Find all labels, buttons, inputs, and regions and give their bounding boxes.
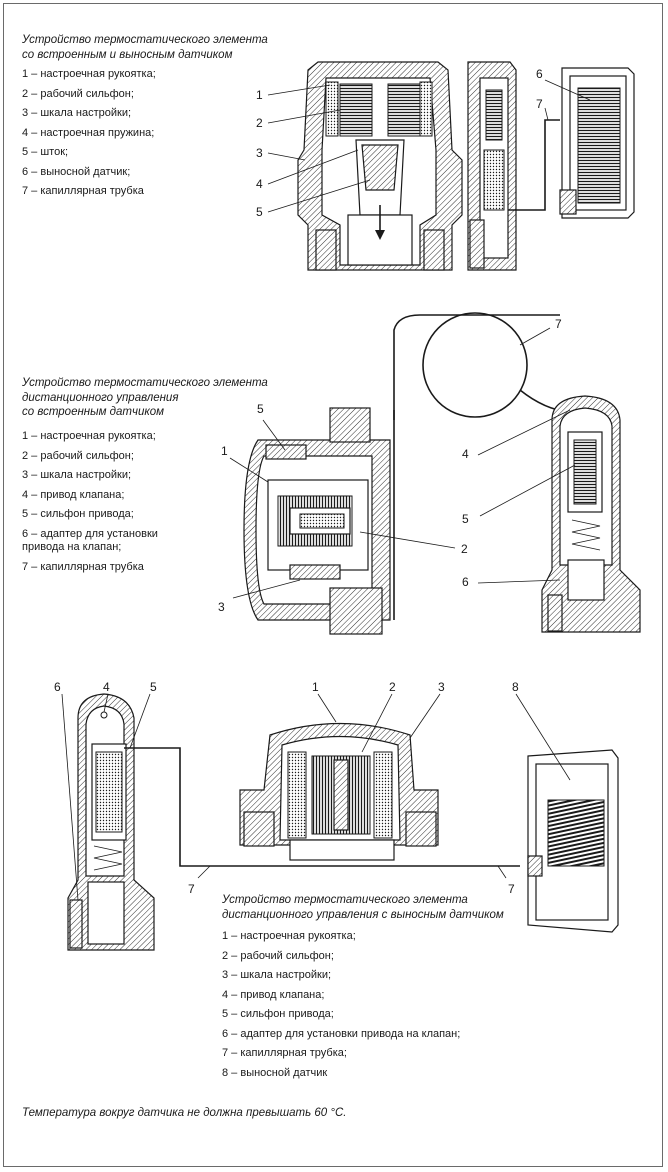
callout-number: 2 bbox=[461, 542, 468, 556]
section3-remote-sensor bbox=[527, 749, 619, 933]
callout-number: 1 bbox=[221, 444, 228, 458]
section1-remote-sensor bbox=[559, 67, 635, 219]
legend-item: 6 – выносной датчик; bbox=[22, 165, 131, 178]
section2-capillary-coil bbox=[422, 312, 528, 418]
section1-legend: 1 – настроечная рукоятка; 2 – рабочий си… bbox=[22, 65, 156, 202]
callout-number: 1 bbox=[312, 680, 319, 694]
callout-number: 3 bbox=[438, 680, 445, 694]
legend-item: 8 – выносной датчик bbox=[222, 1066, 328, 1079]
callout-number: 4 bbox=[462, 447, 469, 461]
callout-number: 5 bbox=[257, 402, 264, 416]
legend-item: 6 – адаптер для установки привода на кла… bbox=[222, 1027, 461, 1040]
section1-caption: Устройство термостатического элемента со… bbox=[22, 34, 268, 61]
legend-item: 3 – шкала настройки; bbox=[22, 107, 132, 119]
callout-number: 7 bbox=[536, 97, 543, 111]
legend-item: 2 – рабочий сильфон; bbox=[222, 949, 334, 962]
legend-item: 1 – настроечная рукоятка; bbox=[222, 930, 356, 942]
legend-item: 4 – привод клапана; bbox=[222, 988, 325, 1001]
legend-item: 7 – капиллярная трубка; bbox=[222, 1047, 347, 1059]
section3-valve-actuator bbox=[67, 693, 155, 951]
callout-number: 8 bbox=[512, 680, 519, 694]
callout-number: 7 bbox=[555, 317, 562, 331]
section2-legend: 1 – настроечная рукоятка; 2 – рабочий си… bbox=[22, 427, 158, 577]
callout-number: 4 bbox=[256, 177, 263, 191]
section2-valve-actuator bbox=[541, 395, 641, 633]
callout-number: 6 bbox=[54, 680, 61, 694]
section3-callouts: 6 4 5 1 2 3 8 7 7 bbox=[54, 680, 571, 901]
callout-number: 6 bbox=[462, 575, 469, 589]
section1-callouts: 1 2 3 4 5 6 7 bbox=[256, 67, 591, 219]
legend-item: 3 – шкала настройки; bbox=[222, 969, 332, 981]
legend-item: 3 – шкала настройки; bbox=[22, 469, 132, 481]
section2-handle bbox=[243, 407, 391, 635]
callout-number: 3 bbox=[256, 146, 263, 160]
legend-item: 5 – сильфон привода; bbox=[222, 1008, 334, 1020]
section2-capillary-tube bbox=[393, 314, 560, 420]
callout-number: 1 bbox=[256, 88, 263, 102]
section2-callouts: 5 1 3 2 7 4 5 6 bbox=[218, 317, 576, 614]
callout-number: 5 bbox=[256, 205, 263, 219]
page-frame bbox=[3, 3, 663, 1167]
callout-number: 2 bbox=[256, 116, 263, 130]
section2-caption: Устройство термостатического элемента ди… bbox=[22, 377, 268, 418]
footnote: Температура вокруг датчика не должна пре… bbox=[22, 1107, 347, 1119]
legend-item: 1 – настроечная рукоятка; bbox=[22, 68, 156, 80]
section1-capillary-tube bbox=[508, 119, 560, 211]
legend-item: 5 – сильфон привода; bbox=[22, 508, 134, 520]
legend-item: 7 – капиллярная трубка bbox=[22, 560, 144, 573]
callout-number: 2 bbox=[389, 680, 396, 694]
callout-number: 7 bbox=[188, 882, 195, 896]
callout-number: 7 bbox=[508, 882, 515, 896]
legend-item: 2 – рабочий сильфон; bbox=[22, 87, 134, 100]
section3-capillary-tube bbox=[124, 747, 520, 867]
callout-number: 4 bbox=[103, 680, 110, 694]
section1-side-head bbox=[467, 61, 517, 271]
legend-item: 6 – адаптер для установки привода на кла… bbox=[22, 527, 158, 554]
callout-number: 5 bbox=[150, 680, 157, 694]
section1-main-head bbox=[297, 61, 463, 271]
section3-caption: Устройство термостатического элемента ди… bbox=[222, 894, 504, 921]
legend-item: 4 – настроечная пружина; bbox=[22, 126, 155, 139]
callout-number: 5 bbox=[462, 512, 469, 526]
legend-item: 5 – шток; bbox=[22, 146, 69, 158]
legend-item: 7 – капиллярная трубка bbox=[22, 185, 144, 197]
callout-number: 3 bbox=[218, 600, 225, 614]
legend-item: 1 – настроечная рукоятка; bbox=[22, 430, 156, 442]
legend-item: 2 – рабочий сильфон; bbox=[22, 449, 134, 462]
legend-item: 4 – привод клапана; bbox=[22, 488, 125, 501]
section3-handle bbox=[239, 722, 439, 861]
callout-number: 6 bbox=[536, 67, 543, 81]
section3-legend: 1 – настроечная рукоятка; 2 – рабочий си… bbox=[222, 927, 460, 1083]
